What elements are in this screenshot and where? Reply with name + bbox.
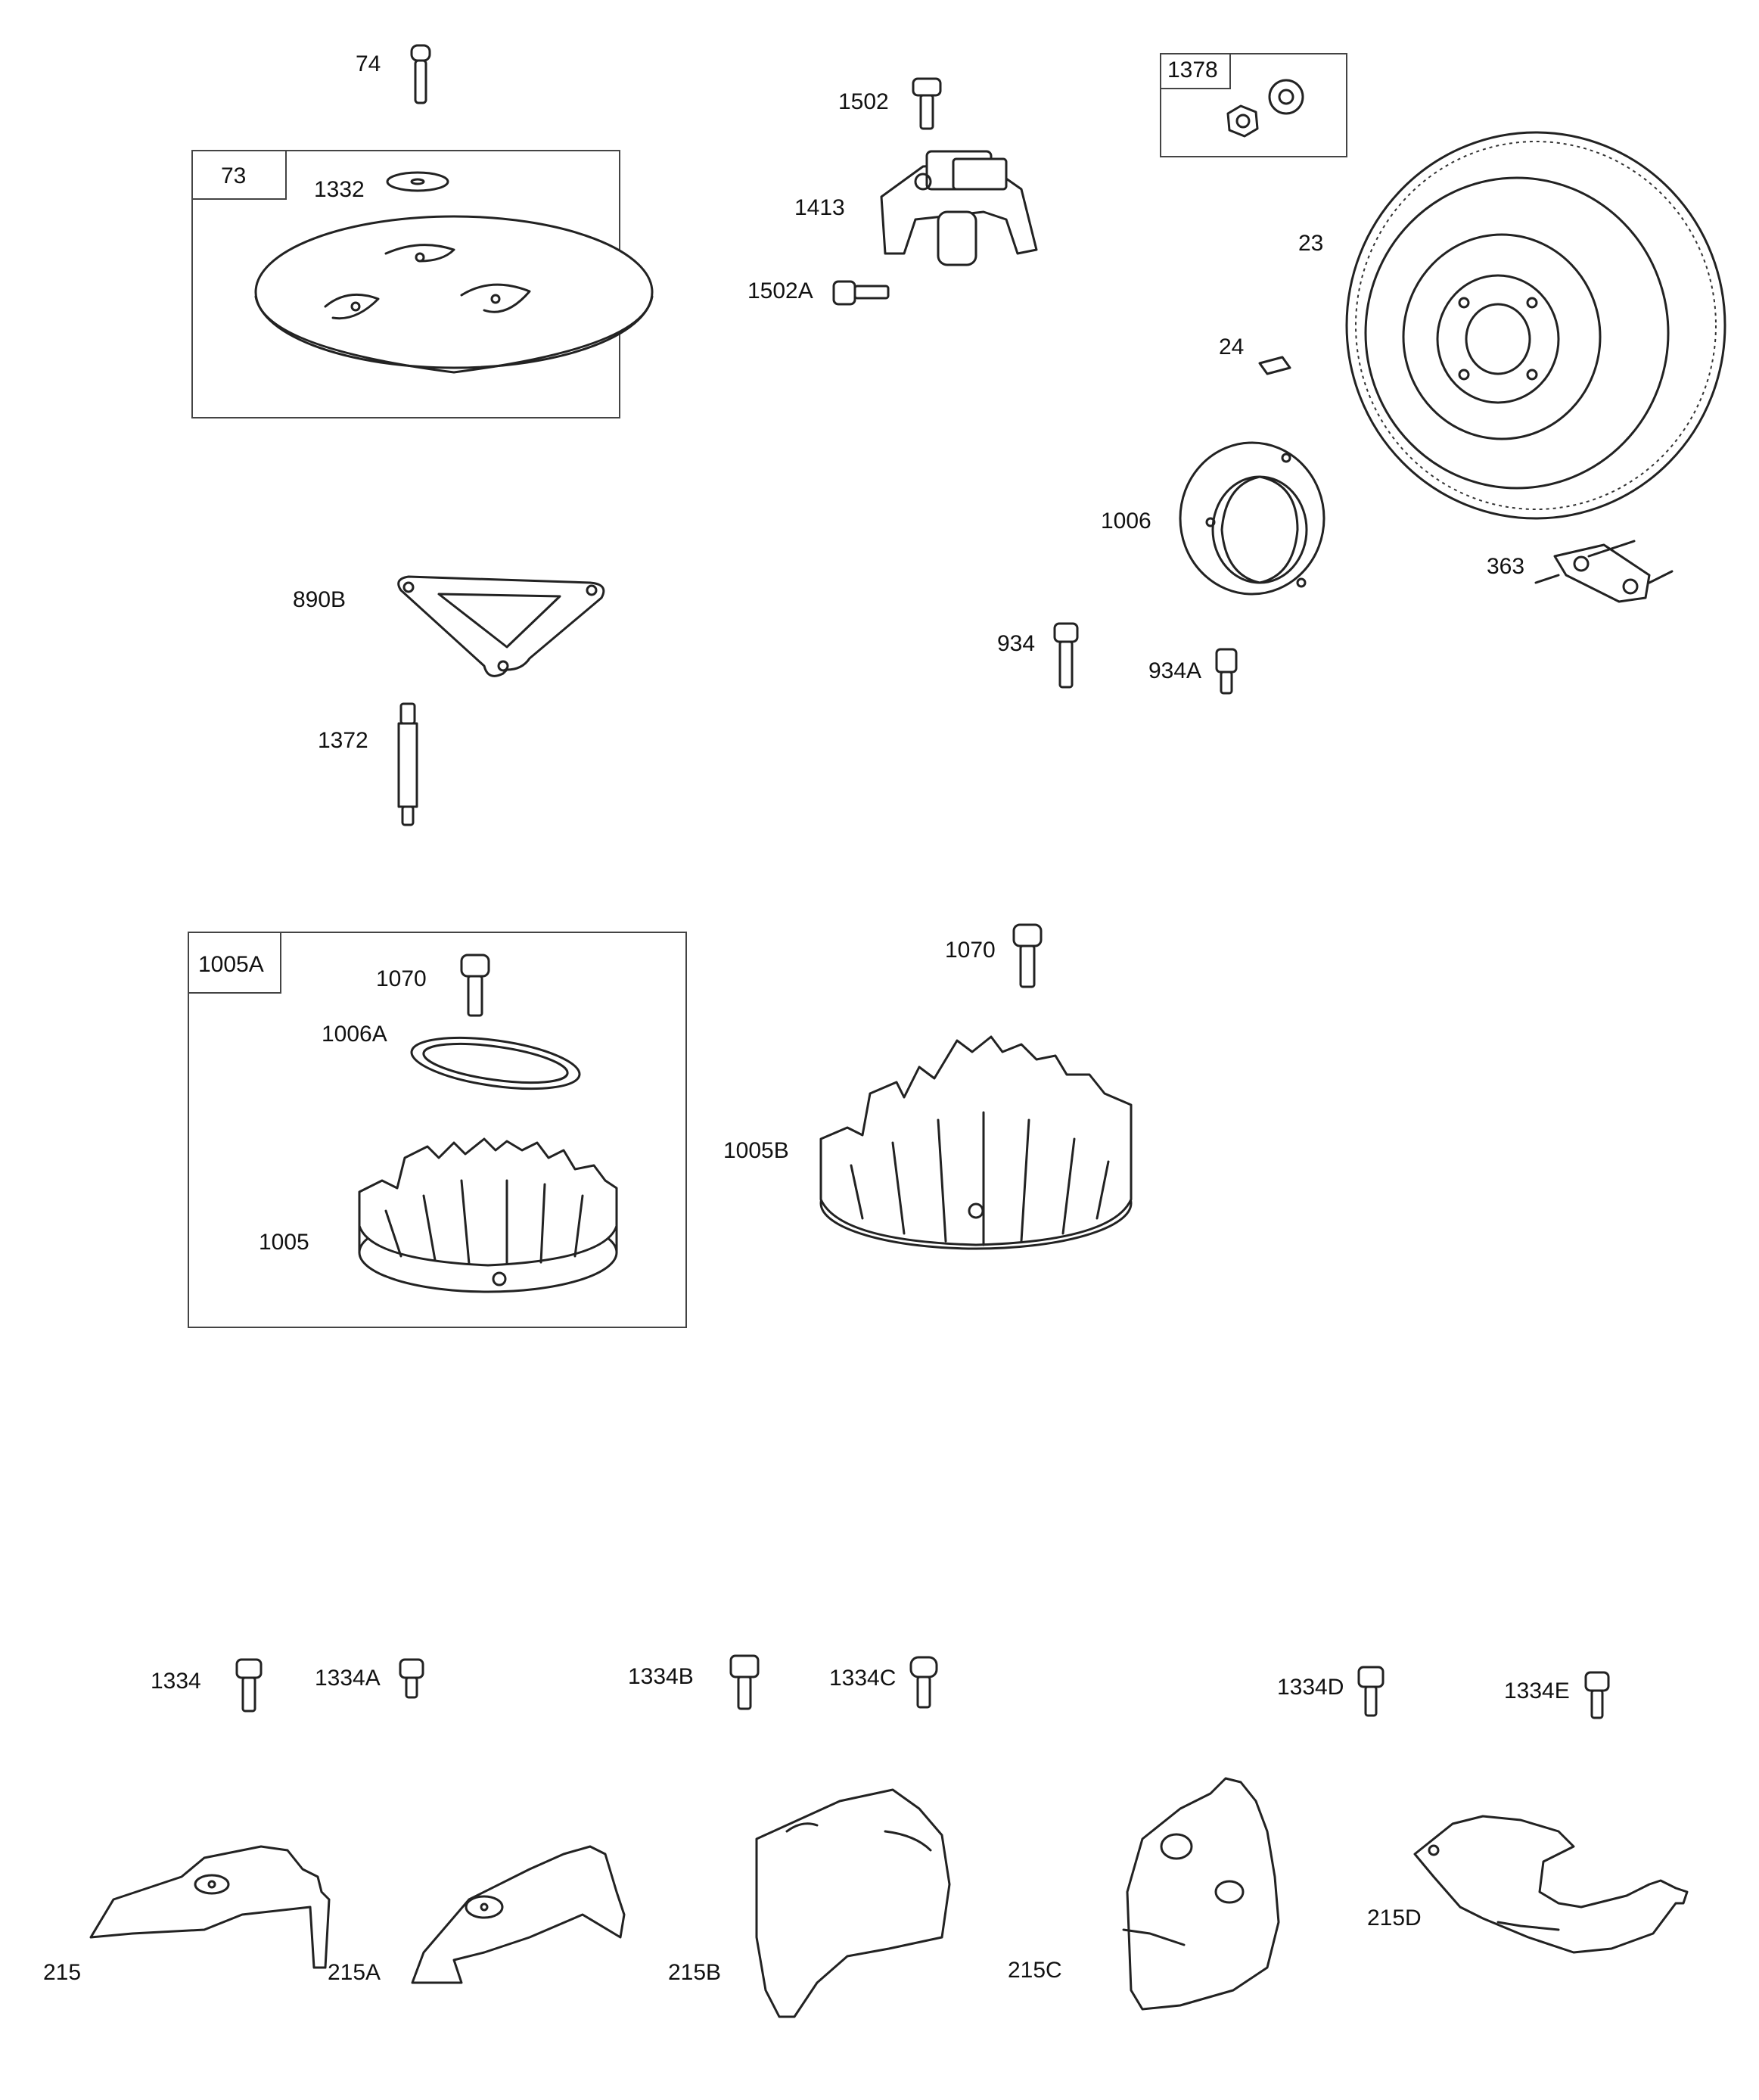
label-74: 74	[356, 51, 381, 76]
group-box-1005A-tab	[188, 932, 281, 994]
sensor-1413-drawing	[880, 150, 1038, 266]
label-1332: 1332	[314, 177, 365, 202]
plate-73-drawing	[254, 215, 654, 374]
label-1334C: 1334C	[829, 1666, 897, 1691]
fan-1005-drawing	[358, 1137, 618, 1293]
shroud-215C-drawing	[1122, 1777, 1280, 2011]
tool-363-drawing	[1534, 540, 1674, 603]
group-box-1378-tab	[1160, 53, 1231, 89]
label-1005A: 1005A	[198, 952, 264, 977]
label-1334A: 1334A	[315, 1666, 381, 1691]
label-890B: 890B	[293, 587, 347, 612]
label-1005: 1005	[259, 1230, 309, 1255]
bolt-1070-a-drawing	[460, 954, 490, 1017]
standoff-1372-drawing	[397, 702, 418, 826]
gasket-1006A-drawing	[410, 1036, 581, 1090]
label-1413: 1413	[794, 195, 845, 220]
group-box-73-tab	[191, 150, 287, 200]
group-box-1378	[1160, 53, 1347, 157]
label-24: 24	[1219, 334, 1245, 359]
label-215B: 215B	[668, 1960, 722, 1985]
bolt-1502-drawing	[912, 77, 942, 130]
label-73: 73	[221, 163, 247, 188]
shield-215A-drawing	[411, 1845, 626, 1984]
label-1502: 1502	[838, 89, 889, 114]
shroud-215B-drawing	[755, 1788, 951, 2018]
bolt-1334B-drawing	[729, 1654, 760, 1710]
label-1334E: 1334E	[1504, 1678, 1570, 1703]
label-215D: 215D	[1367, 1906, 1422, 1930]
screw-74-drawing	[410, 44, 431, 104]
label-1334B: 1334B	[628, 1664, 694, 1689]
bolt-1334-drawing	[235, 1658, 263, 1713]
label-215: 215	[43, 1960, 82, 1985]
label-215A: 215A	[328, 1960, 381, 1985]
label-23: 23	[1298, 231, 1324, 256]
label-1378: 1378	[1167, 58, 1218, 82]
label-215C: 215C	[1008, 1958, 1062, 1983]
bolt-934-drawing	[1053, 622, 1079, 689]
label-1006: 1006	[1101, 509, 1151, 534]
label-1070-b: 1070	[945, 938, 996, 963]
key-24-drawing	[1258, 356, 1291, 375]
bolt-1334D-drawing	[1357, 1666, 1385, 1717]
label-934A: 934A	[1148, 658, 1202, 683]
flywheel-23-drawing	[1345, 131, 1726, 520]
bolt-1334A-drawing	[399, 1658, 424, 1699]
shield-215-drawing	[89, 1845, 331, 1969]
label-1372: 1372	[318, 728, 368, 753]
label-1005B: 1005B	[723, 1138, 789, 1163]
plate-1006-drawing	[1179, 441, 1325, 596]
bolt-1502A-drawing	[832, 280, 890, 306]
group-box-1005A	[188, 932, 687, 1328]
label-1502A: 1502A	[747, 278, 813, 303]
washer-1332-drawing	[386, 171, 449, 192]
label-1070-a: 1070	[376, 966, 427, 991]
bolt-934A-drawing	[1215, 648, 1238, 695]
bolt-1070-b-drawing	[1012, 923, 1043, 988]
bolt-1334E-drawing	[1584, 1671, 1610, 1719]
fan-1005B-drawing	[819, 1035, 1133, 1250]
nut-washer-1378-drawing	[1226, 79, 1304, 138]
label-1334: 1334	[151, 1669, 201, 1694]
label-363: 363	[1487, 554, 1525, 579]
bolt-1334C-drawing	[909, 1656, 938, 1709]
shield-215D-drawing	[1413, 1815, 1689, 1954]
bracket-890B-drawing	[397, 575, 605, 677]
label-1334D: 1334D	[1277, 1675, 1344, 1700]
label-1006A: 1006A	[322, 1022, 387, 1047]
label-934: 934	[997, 631, 1036, 656]
